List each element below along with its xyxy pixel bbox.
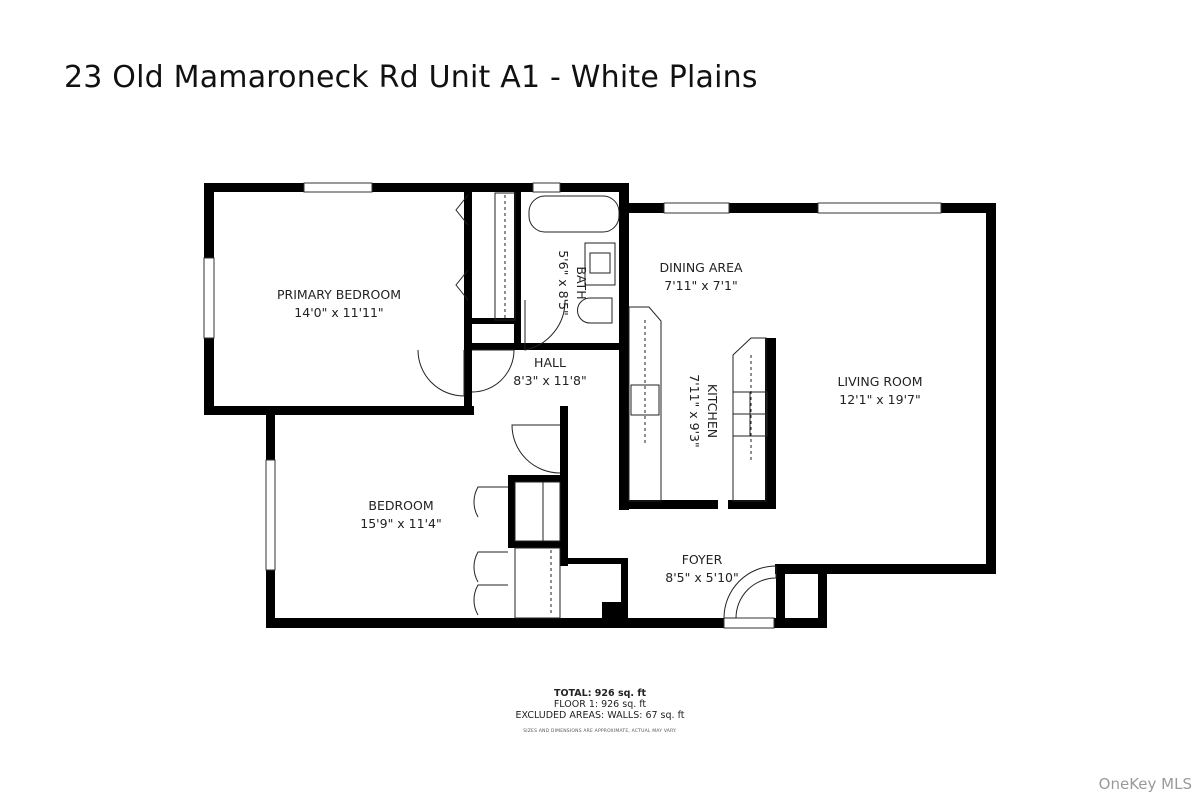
disclaimer: SIZES AND DIMENSIONS ARE APPROXIMATE, AC… (523, 729, 677, 734)
fixtures (417, 192, 777, 619)
room-name: PRIMARY BEDROOM (277, 287, 401, 302)
excluded-area: EXCLUDED AREAS: WALLS: 67 sq. ft (515, 710, 685, 721)
area-summary: TOTAL: 926 sq. ft FLOOR 1: 926 sq. ft EX… (0, 688, 1200, 737)
windows (203, 182, 942, 629)
room-name: LIVING ROOM (837, 374, 922, 389)
room-dims: 15'9" x 11'4" (360, 516, 441, 531)
room-dims: 5'6" x 8'5" (556, 250, 571, 316)
room-dims: 7'11" x 9'3" (687, 374, 702, 447)
room-name: KITCHEN (705, 384, 720, 438)
bathtub (528, 195, 620, 233)
watermark: OneKey MLS (1098, 775, 1192, 793)
room-labels: PRIMARY BEDROOM 14'0" x 11'11" BATH 5'6"… (277, 250, 923, 585)
room-name: DINING AREA (659, 260, 742, 275)
walls (204, 183, 996, 628)
room-dims: 7'11" x 7'1" (664, 278, 737, 293)
room-name: HALL (534, 355, 566, 370)
room-name: FOYER (682, 552, 723, 567)
floor-area: FLOOR 1: 926 sq. ft (553, 699, 647, 710)
room-dims: 14'0" x 11'11" (294, 305, 383, 320)
room-dims: 12'1" x 19'7" (839, 392, 920, 407)
total-area: TOTAL: 926 sq. ft (554, 688, 646, 699)
room-name: BATH (574, 266, 589, 299)
bath-vanity (584, 242, 616, 286)
toilet (577, 297, 613, 324)
page-title: 23 Old Mamaroneck Rd Unit A1 - White Pla… (64, 60, 758, 95)
door-swing (417, 349, 465, 397)
room-dims: 8'3" x 11'8" (513, 373, 586, 388)
room-name: BEDROOM (368, 498, 433, 513)
room-dims: 8'5" x 5'10" (665, 570, 738, 585)
kitchen-sink (630, 384, 660, 416)
